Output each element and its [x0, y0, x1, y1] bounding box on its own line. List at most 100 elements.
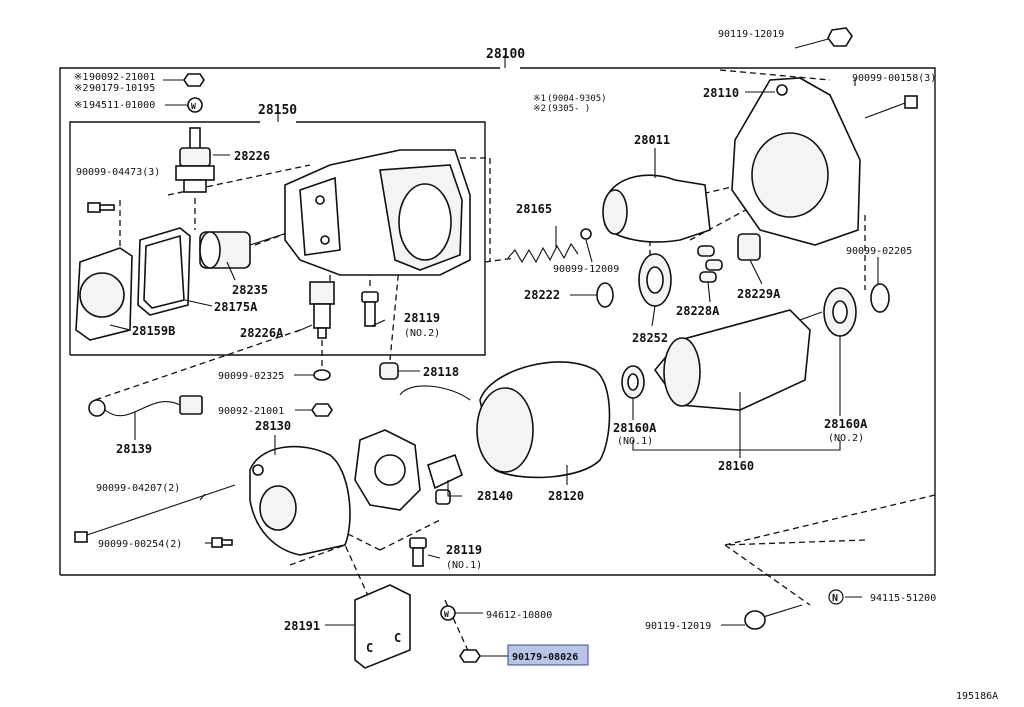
label-90179-08026: 90179-08026	[512, 652, 578, 663]
label-28235: 28235	[232, 283, 268, 297]
switch-28226a-part[interactable]	[309, 281, 335, 339]
label-28165: 28165	[516, 202, 552, 216]
washer-02325-part[interactable]	[313, 369, 331, 381]
label-94115-51200: 94115-51200	[870, 593, 936, 604]
leader-lines	[109, 78, 879, 657]
label-28160: 28160	[718, 459, 754, 473]
gasket-28175a-part[interactable]	[137, 227, 191, 316]
note-range-2: (9305- )	[547, 104, 590, 114]
label-no1-b: (NO.1)	[617, 436, 653, 447]
armature-28160-part[interactable]	[653, 309, 823, 411]
screw-28119-no1-part[interactable]	[409, 537, 427, 567]
svg-text:C: C	[366, 641, 373, 655]
label-28229a: 28229A	[737, 287, 781, 301]
seal-02205-part[interactable]	[870, 283, 890, 313]
yoke-28120-part[interactable]	[399, 361, 611, 479]
clutch-28011-part[interactable]	[602, 174, 711, 243]
label-28011: 28011	[634, 133, 670, 147]
label-28130: 28130	[255, 419, 291, 433]
mark-2: ※2	[74, 83, 88, 94]
bolt-00158-part[interactable]	[864, 95, 918, 119]
svg-text:W: W	[444, 610, 449, 619]
label-28226a: 28226A	[240, 326, 284, 340]
label-28118: 28118	[423, 365, 459, 379]
washer-28222-part[interactable]	[596, 282, 614, 308]
highlighted-part-label[interactable]: 90179-08026	[507, 644, 589, 666]
label-28175a: 28175A	[214, 300, 258, 314]
label-90092-21001: 90092-21001	[218, 406, 284, 417]
svg-text:N: N	[832, 593, 838, 604]
mark-1: ※1	[74, 72, 88, 83]
label-28150: 28150	[258, 103, 297, 118]
label-90099-04207: 90099-04207(2)	[96, 483, 180, 494]
svg-text:C: C	[394, 631, 401, 645]
solenoid-housing-part[interactable]	[284, 149, 471, 276]
label-28139: 28139	[116, 442, 152, 456]
screw-00254-part[interactable]	[211, 537, 233, 548]
label-top-nut-2: 90179-10195	[89, 83, 155, 94]
terminal-28226-part[interactable]	[175, 127, 215, 193]
nut-08026-part[interactable]	[459, 649, 481, 663]
label-94612-10800: 94612-10800	[486, 610, 552, 621]
label-90099-02205: 90099-02205	[846, 246, 912, 257]
label-90099-02325: 90099-02325	[218, 371, 284, 382]
n-badge-icon: N	[828, 589, 844, 605]
w-badge-icon: W	[444, 610, 449, 619]
svg-text:W: W	[191, 102, 196, 111]
spring-28165-part[interactable]	[507, 242, 579, 264]
bolt-90119-bottom-part[interactable]	[744, 604, 803, 630]
cover-28159b-part[interactable]	[75, 247, 133, 341]
label-90099-00254: 90099-00254(2)	[98, 539, 182, 550]
housing-28110-part[interactable]	[731, 77, 861, 246]
note-mark-1: ※1	[533, 94, 546, 104]
assembly-frame	[59, 55, 936, 576]
brush-holder-28140-part[interactable]	[354, 429, 463, 511]
bolt-28119-no2-part[interactable]	[361, 291, 379, 327]
label-no2-a: (NO.2)	[404, 328, 440, 339]
bolt-04473-part[interactable]	[87, 202, 115, 213]
plunger-28235-part[interactable]	[199, 231, 291, 269]
solenoid-frame	[69, 110, 486, 356]
roller-28228a-part[interactable]	[697, 245, 723, 283]
bracket-28191-part[interactable]: C C	[354, 584, 411, 669]
label-28159b: 28159B	[132, 324, 175, 338]
label-top-nut-1: 90092-21001	[89, 72, 155, 83]
nut-21001-part[interactable]	[311, 403, 333, 417]
through-bolt-04207-part[interactable]	[74, 484, 236, 543]
label-90119-bottom: 90119-12019	[645, 621, 711, 632]
retainer-28229a-part[interactable]	[737, 233, 761, 261]
label-90099-12009: 90099-12009	[553, 264, 619, 275]
end-frame-28130-part[interactable]	[249, 445, 351, 556]
label-90099-04473: 90099-04473(3)	[76, 167, 160, 178]
note-range-1: (9004-9305)	[547, 94, 607, 104]
seal-28118-part[interactable]	[379, 362, 399, 380]
label-28140: 28140	[477, 489, 513, 503]
ball-12009-part[interactable]	[580, 228, 592, 240]
label-28252: 28252	[632, 331, 668, 345]
mark-3: ※1	[74, 100, 88, 111]
lead-wire-28139-part[interactable]	[88, 395, 203, 417]
label-28119-no1: 28119	[446, 543, 482, 557]
label-28119-no2: 28119	[404, 311, 440, 325]
label-no1-a: (NO.1)	[446, 560, 482, 571]
label-90119-top: 90119-12019	[718, 29, 784, 40]
gear-28252-part[interactable]	[638, 253, 672, 307]
label-28228a: 28228A	[676, 304, 720, 318]
label-28120: 28120	[548, 489, 584, 503]
label-28222: 28222	[524, 288, 560, 302]
label-28191: 28191	[284, 619, 320, 633]
label-90099-00158: 90099-00158(3)	[852, 73, 936, 84]
label-28226: 28226	[234, 149, 270, 163]
bolt-90119-top-part[interactable]	[794, 27, 853, 49]
label-28160a-no2: 28160A	[824, 417, 868, 431]
label-28160a-no1: 28160A	[613, 421, 657, 435]
label-no2-b: (NO.2)	[828, 433, 864, 444]
w-badge-top-icon: W	[191, 102, 196, 111]
figure-id: 195186A	[956, 691, 998, 702]
label-28100: 28100	[486, 47, 525, 62]
top-nut-part[interactable]	[183, 73, 205, 87]
bearing-28160a-no2-part[interactable]	[823, 287, 857, 337]
bearing-28160a-no1-part[interactable]	[621, 365, 645, 399]
label-top-washer: 94511-01000	[89, 100, 155, 111]
